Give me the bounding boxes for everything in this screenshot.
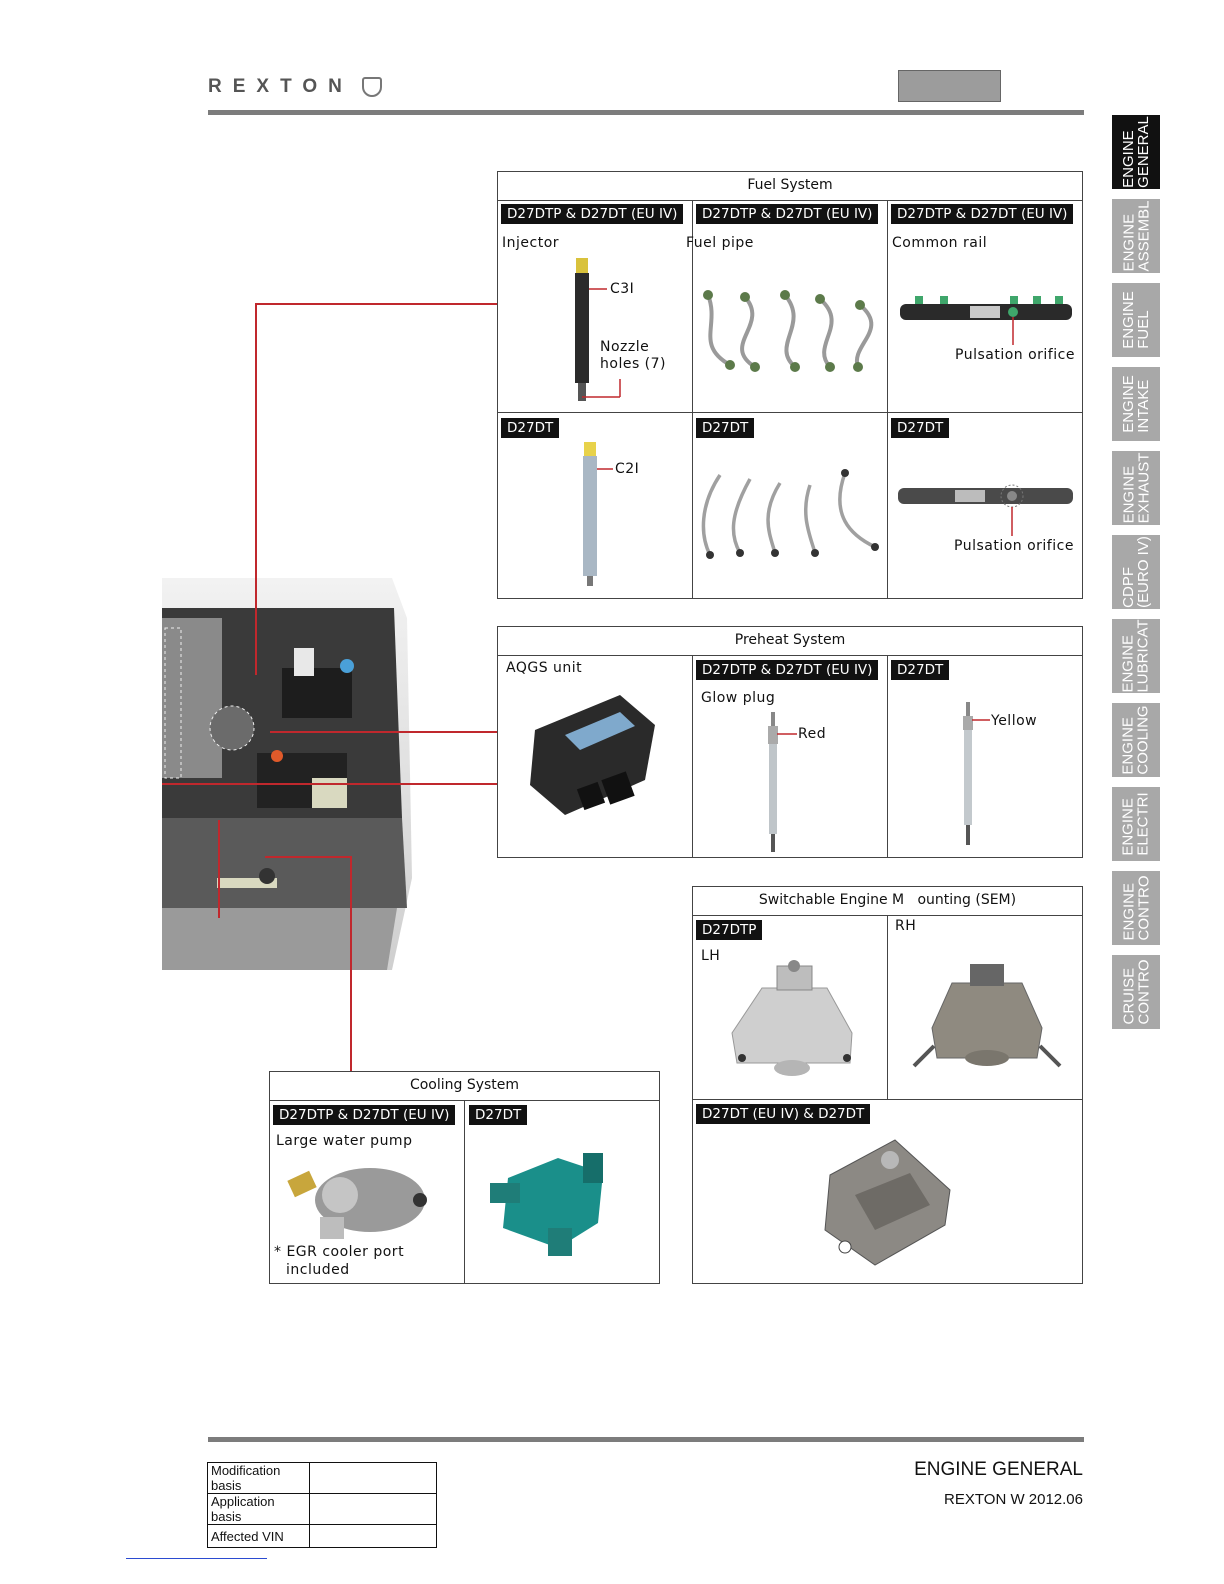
- c2i-label: C2I: [615, 461, 640, 477]
- fuel-pipes-d27dt-image: [701, 469, 879, 559]
- table-row: Application basis: [207, 1493, 437, 1525]
- nozzle-label: Nozzle: [600, 339, 650, 355]
- aqgs-unit-image: [530, 695, 655, 815]
- affected-vin-value: [309, 1524, 437, 1548]
- fuel-grid-divider: [887, 200, 888, 598]
- tag-eu4-d27dt: D27DT (EU IV) & D27DT: [696, 1104, 871, 1124]
- fuel-system-title: Fuel System: [498, 172, 1082, 201]
- lh-label: LH: [701, 948, 721, 964]
- tab-engine-exhaust[interactable]: ENGINE EXHAUST: [1112, 451, 1160, 525]
- fuel-grid-divider: [497, 412, 1083, 413]
- fuel-grid-divider: [692, 200, 693, 598]
- c3i-injector-image: [575, 258, 621, 401]
- tab-engine-control[interactable]: ENGINE CONTRO: [1112, 871, 1160, 945]
- tab-engine-electrical[interactable]: ENGINE ELECTRI: [1112, 787, 1160, 861]
- tag-d27dt: D27DT: [891, 418, 950, 438]
- sem-title: Switchable Engine M ounting (SEM): [693, 887, 1082, 916]
- header-rule: [208, 110, 1084, 115]
- sem-lh-mount-image: [731, 960, 853, 1076]
- preheat-grid-divider: [887, 655, 888, 857]
- egr-note-line1: * EGR cooler port: [274, 1244, 405, 1260]
- modification-basis-label: Modification basis: [207, 1462, 310, 1494]
- tab-engine-fuel[interactable]: ENGINE FUEL: [1112, 283, 1160, 357]
- table-row: Modification basis: [207, 1462, 437, 1494]
- preheat-system-title: Preheat System: [498, 627, 1082, 656]
- fuel-system-panel: Fuel System: [497, 171, 1083, 599]
- tab-cruise-control[interactable]: CRUISE CONTRO: [1112, 955, 1160, 1029]
- sem-bottom-mount-image: [824, 1139, 951, 1266]
- table-row: Affected VIN: [207, 1524, 437, 1548]
- footer-model-date: REXTON W 2012.06: [944, 1491, 1083, 1508]
- callout-line-cooling-vertical: [350, 856, 352, 1073]
- pulsation-orifice-label: Pulsation orifice: [955, 347, 1075, 363]
- affected-vin-label: Affected VIN: [207, 1524, 310, 1548]
- injector-label: Injector: [502, 235, 560, 251]
- tab-engine-cooling[interactable]: ENGINE COOLING: [1112, 703, 1160, 777]
- pulsation-orifice-label: Pulsation orifice: [954, 538, 1074, 554]
- application-basis-label: Application basis: [207, 1493, 310, 1525]
- tag-d27dt: D27DT: [501, 418, 560, 438]
- engine-bay-image: [162, 578, 412, 970]
- vin-table: Modification basis Application basis Aff…: [207, 1462, 437, 1548]
- glow-plug-yellow-image: [963, 702, 990, 845]
- sem-grid-divider: [887, 915, 888, 1099]
- fuel-pipes-image: [703, 290, 874, 372]
- tab-engine-intake[interactable]: ENGINE INTAKE: [1112, 367, 1160, 441]
- fuel-pipe-label: Fuel pipe: [686, 235, 754, 251]
- preheat-grid-divider: [692, 655, 693, 857]
- callout-line-misc: [218, 820, 220, 918]
- tab-engine-lubrication[interactable]: ENGINE LUBRICAT: [1112, 619, 1160, 693]
- common-rail-d27dt-image: [898, 484, 1073, 536]
- application-basis-value: [309, 1493, 437, 1525]
- footer-section-title: ENGINE GENERAL: [914, 1459, 1083, 1480]
- footer-rule: [208, 1437, 1084, 1442]
- header-marker-box: [898, 70, 1001, 102]
- egr-note-line2: included: [286, 1262, 350, 1278]
- c2i-injector-image: [583, 442, 613, 586]
- water-pump-image: [287, 1168, 427, 1239]
- holes-label: holes (7): [600, 356, 667, 372]
- rexton-logo: REXTON: [208, 76, 353, 97]
- cooling-system-title: Cooling System: [270, 1072, 659, 1101]
- sem-rh-mount-image: [912, 964, 1062, 1068]
- common-rail-image: [900, 296, 1072, 345]
- tag-d27dt: D27DT: [696, 418, 755, 438]
- tag-d27dt: D27DT: [469, 1105, 528, 1125]
- tag-eu4: D27DTP & D27DT (EU IV): [273, 1105, 456, 1125]
- glow-plug-label: Glow plug: [701, 690, 776, 706]
- callout-line-cooling: [265, 856, 351, 858]
- tag-eu4: D27DTP & D27DT (EU IV): [501, 204, 684, 224]
- callout-line-preheat-1: [270, 731, 498, 733]
- brand-emblem-icon: [362, 77, 382, 97]
- tag-eu4: D27DTP & D27DT (EU IV): [696, 204, 879, 224]
- callout-line-preheat-2: [162, 783, 498, 785]
- cooling-grid-divider: [464, 1100, 465, 1283]
- sem-grid-divider: [692, 1099, 1083, 1100]
- callout-line-fuel-vertical: [255, 303, 257, 675]
- tag-eu4: D27DTP & D27DT (EU IV): [891, 204, 1074, 224]
- glow-plug-red-image: [768, 712, 797, 852]
- water-pump-label: Large water pump: [276, 1133, 413, 1149]
- yellow-label: Yellow: [991, 713, 1038, 729]
- red-label: Red: [798, 726, 827, 742]
- tab-cdpf[interactable]: CDPF (EURO IV): [1112, 535, 1160, 609]
- modification-basis-value: [309, 1462, 437, 1494]
- tab-engine-assembly[interactable]: ENGINE ASSEMBL: [1112, 199, 1160, 273]
- aqgs-label: AQGS unit: [506, 660, 583, 676]
- cooling-module-image: [490, 1153, 603, 1256]
- callout-line-fuel: [255, 303, 498, 305]
- c3i-label: C3I: [610, 281, 635, 297]
- tag-d27dt: D27DT: [891, 660, 950, 680]
- footer-link-underline: [126, 1558, 267, 1559]
- common-rail-label: Common rail: [892, 235, 988, 251]
- rh-label: RH: [895, 918, 917, 934]
- tab-engine-general[interactable]: ENGINE GENERAL: [1112, 115, 1160, 189]
- tag-eu4: D27DTP & D27DT (EU IV): [696, 660, 879, 680]
- tag-d27dtp: D27DTP: [696, 920, 763, 940]
